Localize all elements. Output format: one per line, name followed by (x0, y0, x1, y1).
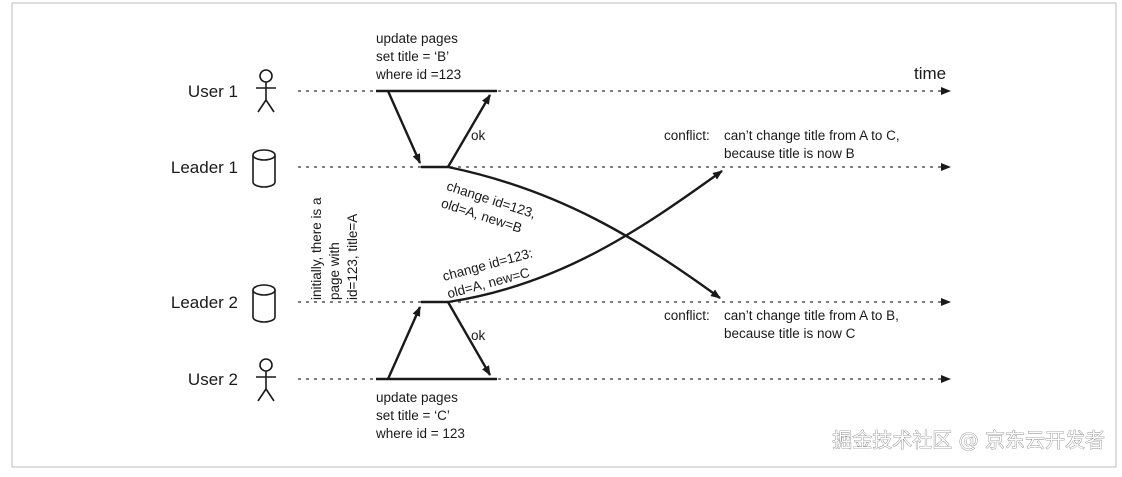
ok-label-top: ok (471, 128, 486, 143)
user2-request-line: set title = ‘C’ (376, 408, 450, 423)
user2-ok-arrow (446, 301, 492, 376)
user2-request-line: update pages (376, 390, 458, 405)
user1-request-arrow (386, 90, 422, 164)
lane-label-leader1: Leader 1 (171, 158, 238, 177)
user-icon (256, 358, 276, 402)
initial-state-line: id=123, title=A (345, 214, 360, 300)
figure-border (11, 2, 1117, 468)
conflict-prefix: conflict: (664, 128, 710, 143)
user1-request-line: where id =123 (375, 67, 461, 82)
conflict-note-leader1: conflict: can’t change title from A to C… (664, 128, 900, 161)
replication-arrow-leader1-to-leader2 (447, 165, 721, 299)
ok-label-bottom: ok (471, 328, 486, 343)
initial-state-note: initially, there is a page with id=123, … (309, 197, 360, 300)
conflict-prefix: conflict: (664, 308, 710, 323)
user2-request-note: update pages set title = ‘C’ where id = … (375, 390, 465, 441)
watermark: 掘金技术社区 @ 京东云开发者 (832, 428, 1105, 452)
replication-arrow-leader2-to-leader1 (447, 170, 723, 304)
conflict-line: can’t change title from A to B, (724, 308, 899, 323)
user1-request-line: update pages (376, 31, 458, 46)
database-icon (252, 149, 276, 188)
conflict-line: can’t change title from A to C, (724, 128, 900, 143)
initial-state-line: initially, there is a (309, 197, 324, 300)
lane-label-user1: User 1 (188, 82, 238, 101)
initial-state-line: page with (327, 242, 342, 300)
database-icon (252, 284, 276, 323)
user1-request-line: set title = ‘B’ (376, 49, 449, 64)
time-label: time (914, 64, 946, 83)
user1-ok-arrow (446, 94, 492, 168)
lane-label-user2: User 2 (188, 370, 238, 389)
conflict-line: because title is now B (724, 146, 855, 161)
user2-request-arrow (386, 306, 422, 380)
conflict-note-leader2: conflict: can’t change title from A to B… (664, 308, 899, 341)
conflict-line: because title is now C (724, 326, 856, 341)
user-icon (256, 69, 276, 113)
lane-label-leader2: Leader 2 (171, 293, 238, 312)
user1-request-note: update pages set title = ‘B’ where id =1… (375, 31, 461, 82)
user2-request-line: where id = 123 (375, 426, 465, 441)
